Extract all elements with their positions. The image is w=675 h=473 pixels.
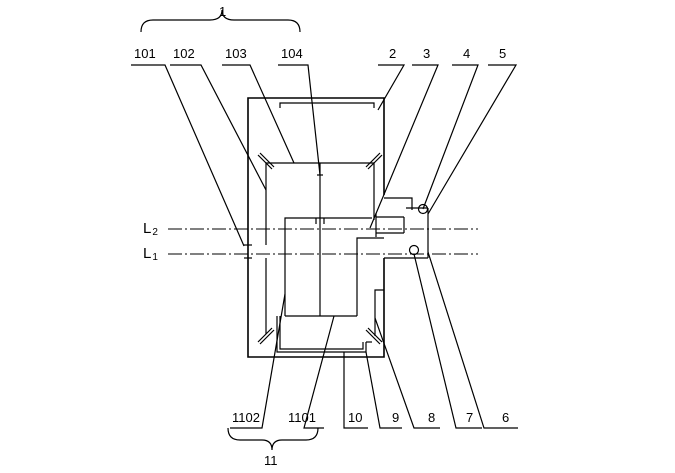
label-6: 6 bbox=[502, 410, 509, 425]
label-2: 2 bbox=[389, 46, 396, 61]
label-9: 9 bbox=[392, 410, 399, 425]
bottom-tray bbox=[276, 316, 372, 353]
label-1101: 1101 bbox=[288, 410, 316, 425]
label-1: 1 bbox=[219, 4, 226, 19]
brace-11 bbox=[227, 427, 319, 451]
joint-upper bbox=[417, 203, 429, 215]
axis-lines bbox=[168, 228, 478, 259]
label-10: 10 bbox=[348, 410, 362, 425]
right-connector bbox=[375, 197, 429, 259]
label-1102: 1102 bbox=[232, 410, 260, 425]
labels: 1 101 102 103 104 2 3 4 5 1102 1101 10 9… bbox=[134, 4, 509, 468]
label-3: 3 bbox=[423, 46, 430, 61]
axis-label-L1: L1 bbox=[143, 245, 158, 263]
label-103: 103 bbox=[225, 46, 247, 61]
label-102: 102 bbox=[173, 46, 195, 61]
label-101: 101 bbox=[134, 46, 156, 61]
label-104: 104 bbox=[281, 46, 303, 61]
label-5: 5 bbox=[499, 46, 506, 61]
label-7: 7 bbox=[466, 410, 473, 425]
label-4: 4 bbox=[463, 46, 470, 61]
axis-label-L2: L2 bbox=[143, 220, 158, 238]
brace-1 bbox=[140, 9, 301, 33]
right-part-8 bbox=[374, 289, 384, 336]
housing bbox=[247, 97, 385, 358]
label-11: 11 bbox=[264, 453, 278, 468]
label-8: 8 bbox=[428, 410, 435, 425]
inner-box bbox=[284, 217, 384, 317]
center-shaft bbox=[317, 163, 323, 316]
leader-lines bbox=[131, 64, 518, 429]
joint-lower bbox=[408, 244, 420, 256]
